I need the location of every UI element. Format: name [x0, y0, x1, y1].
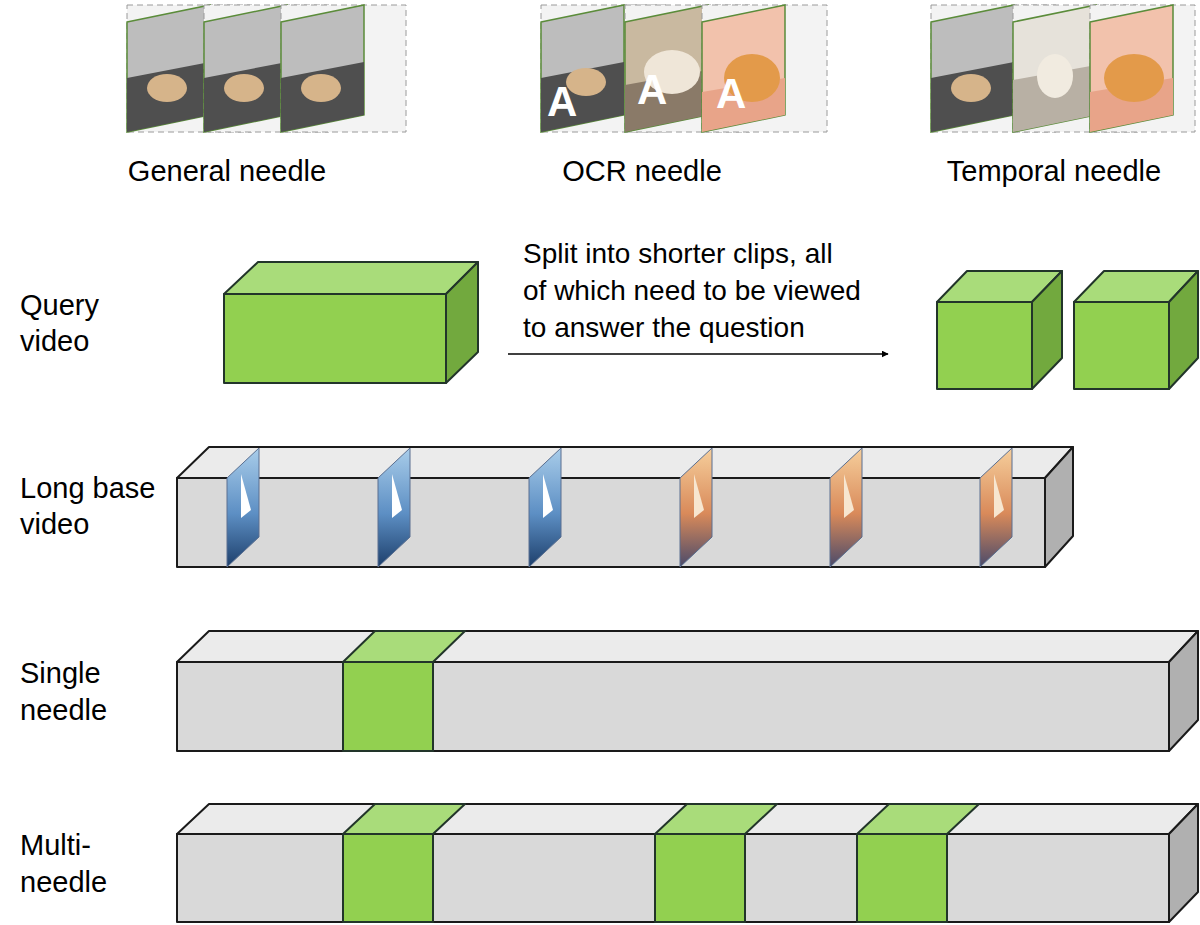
query-video-cuboid	[224, 262, 478, 383]
needle-caption: OCR needle	[492, 153, 792, 189]
frame-floor	[931, 62, 1014, 132]
video-frame	[127, 5, 210, 132]
base-video-cuboid	[177, 447, 1073, 567]
segment-top	[343, 804, 465, 834]
segment-front	[655, 834, 745, 922]
row-label: Single needle	[20, 655, 130, 729]
cuboid-side	[1169, 631, 1198, 751]
sail	[994, 474, 1004, 518]
segment-front	[343, 662, 433, 751]
sailboat-frame	[227, 448, 259, 567]
cuboid-side	[1169, 271, 1198, 389]
segment-top	[343, 631, 465, 662]
video-frame	[1090, 5, 1173, 132]
needle-caption: Temporal needle	[904, 153, 1200, 189]
sail	[543, 474, 553, 518]
split-arrow	[508, 353, 888, 355]
cuboid-front	[177, 834, 1169, 922]
sailboat-frame	[529, 448, 561, 567]
video-frame	[204, 5, 287, 132]
sailboat-frame	[378, 448, 410, 567]
dog-figure	[224, 74, 264, 102]
clip-cuboid	[1074, 271, 1198, 389]
frame-outline	[281, 5, 406, 132]
cuboid-front	[937, 302, 1032, 389]
frame-floor	[127, 62, 210, 132]
frame-floor	[541, 62, 624, 132]
cuboid-top	[224, 262, 478, 294]
row-label: Long base video	[20, 470, 180, 542]
frame-floor	[204, 62, 287, 132]
segment-top	[857, 804, 979, 834]
video-frame	[931, 5, 1014, 132]
frame-outline	[1090, 5, 1195, 132]
cuboid-top	[177, 447, 1073, 478]
dog-figure	[1037, 54, 1073, 98]
base-video-frames	[227, 448, 1012, 567]
cuboid-side	[1045, 447, 1073, 567]
frame-outline	[702, 5, 827, 132]
segment-front	[857, 834, 947, 922]
needle-caption: General needle	[77, 153, 377, 189]
video-frame	[1013, 5, 1096, 132]
temporal-needle-frames	[931, 5, 1195, 132]
cuboid-front	[177, 662, 1169, 751]
ocr-needle-frames	[541, 5, 827, 132]
single-needle-cuboid	[177, 631, 1198, 751]
dog-figure	[147, 74, 187, 102]
video-frame	[702, 5, 785, 132]
multi-needle-cuboid	[177, 804, 1198, 922]
ocr-letter: A	[716, 70, 756, 118]
sail	[694, 474, 704, 518]
ocr-letter: A	[637, 66, 677, 114]
video-frame	[541, 5, 624, 132]
segment-top	[655, 804, 777, 834]
sail	[241, 474, 251, 518]
cuboid-top	[177, 804, 1198, 834]
cuboid-top	[177, 631, 1198, 662]
segment-front	[343, 834, 433, 922]
sailboat-frame	[830, 448, 862, 567]
dog-figure	[1104, 54, 1164, 102]
cuboid-side	[1169, 804, 1198, 922]
ocr-letter: A	[547, 78, 587, 126]
dog-figure	[951, 74, 991, 102]
needle-segments	[343, 804, 979, 922]
frame-floor	[281, 62, 364, 132]
video-frame	[281, 5, 364, 132]
cuboid-front	[1074, 302, 1169, 389]
cuboid-side	[1032, 271, 1062, 389]
sail	[392, 474, 402, 518]
row-label: Multi-needle	[20, 827, 120, 901]
video-frame	[625, 5, 708, 132]
sailboat-frame	[680, 448, 712, 567]
sail	[844, 474, 854, 518]
arrow-label: Split into shorter clips, all of which n…	[523, 235, 863, 346]
dog-figure	[301, 74, 341, 102]
cuboid-front	[224, 294, 446, 383]
cuboid-side	[446, 262, 478, 383]
clip-cuboid	[937, 271, 1062, 389]
cuboid-front	[177, 478, 1045, 567]
needle-segment	[343, 631, 465, 751]
general-needle-frames	[127, 5, 406, 132]
sailboat-frame	[980, 448, 1012, 567]
row-label: Query video	[20, 287, 130, 359]
